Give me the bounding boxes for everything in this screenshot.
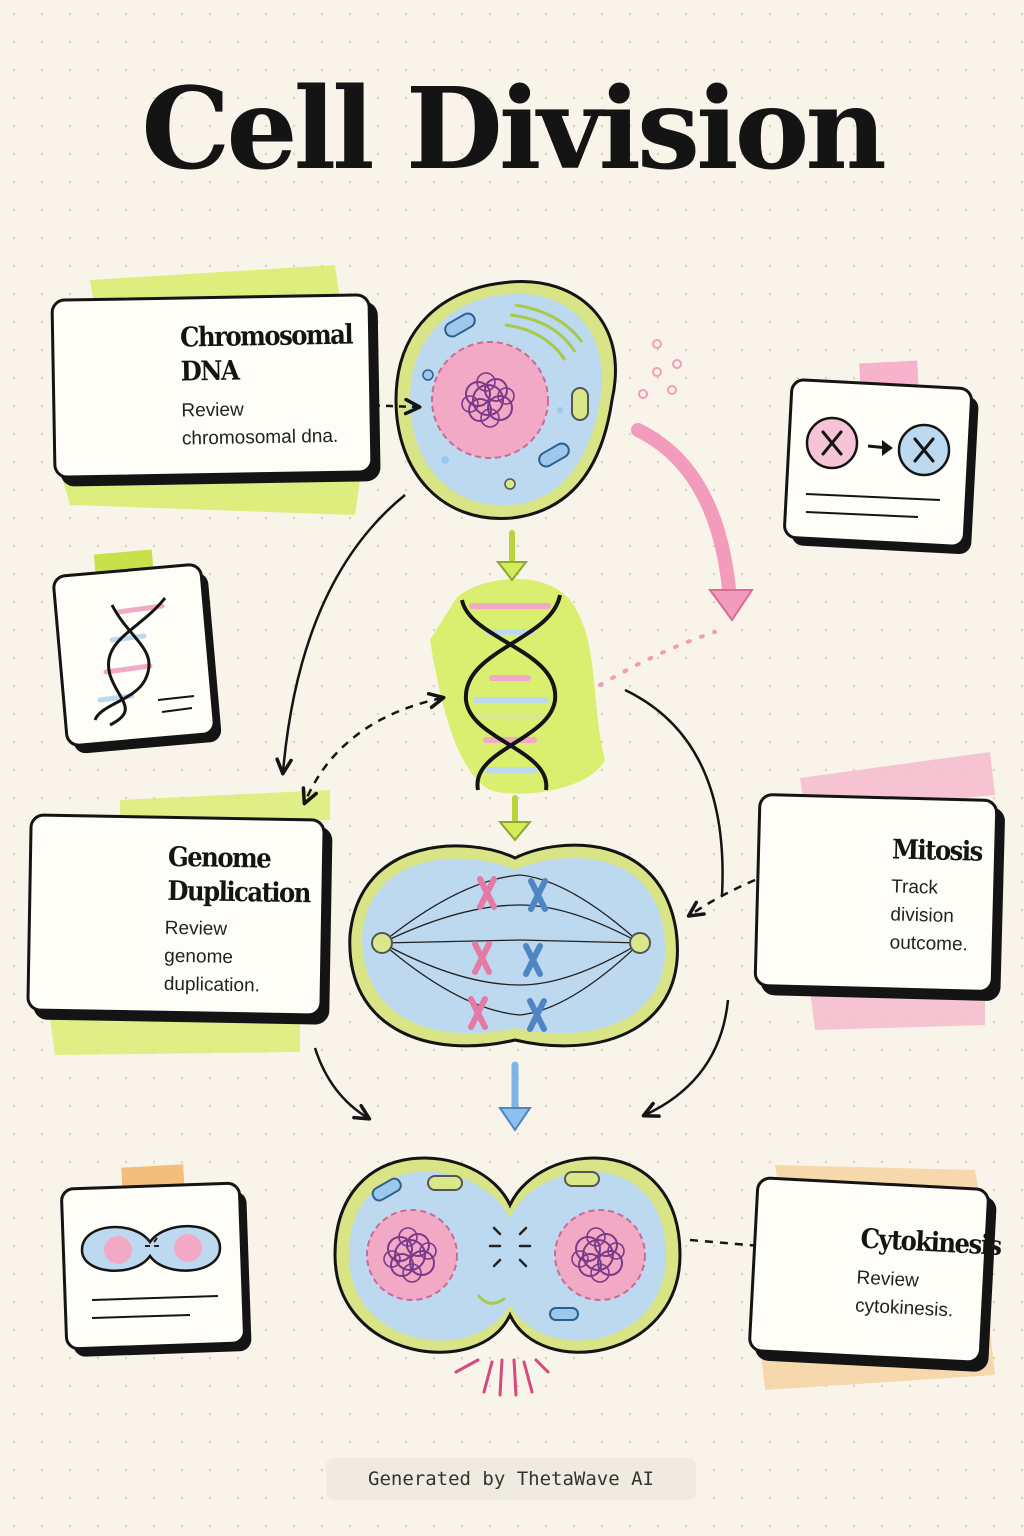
card-description-line: division (890, 904, 955, 928)
card-title: Chromosomal DNA (180, 319, 353, 390)
card-title-line: Chromosomal (179, 319, 353, 354)
daughter-cells (333, 1156, 682, 1397)
metaphase-cell (348, 843, 679, 1048)
dna-helix-center (430, 579, 605, 794)
card-description: Review chromosomal dna. (181, 395, 338, 454)
flow-arrows (275, 397, 761, 1248)
chromosome-transfer-card (783, 360, 979, 554)
card-title: Mitosis (891, 834, 983, 868)
card-description-line: Review (181, 399, 244, 422)
card-genome-duplication: Genome Duplication Review genome duplica… (26, 813, 326, 1017)
dividing-cell-card (60, 1164, 252, 1357)
footer-credit: Generated by ThetaWave AI (326, 1458, 696, 1500)
card-title: Cytokinesis (859, 1223, 1002, 1262)
interphase-cell (394, 279, 617, 520)
card-description-line: Review (164, 917, 228, 940)
page-title: Cell Division (141, 64, 887, 195)
card-description: Review genome duplication. (164, 915, 262, 1001)
card-chromosomal-dna: Chromosomal DNA Review chromosomal dna. (50, 293, 374, 479)
dna-helix-card (52, 549, 222, 754)
card-description: Review cytokinesis. (854, 1264, 955, 1325)
card-description-line: Track (890, 876, 939, 899)
card-description: Track division outcome. (889, 873, 969, 959)
vesicle-dots (638, 339, 682, 399)
card-title: Genome Duplication (167, 841, 311, 911)
card-description-line: outcome. (889, 932, 969, 956)
card-description-line: genome (164, 945, 234, 968)
card-mitosis: Mitosis Track division outcome. (753, 792, 999, 994)
card-description-line: duplication. (163, 973, 261, 997)
card-cytokinesis: Cytokinesis Review cytokinesis. (747, 1175, 1001, 1365)
card-title-line: Genome (167, 841, 271, 875)
card-title-line: Duplication (167, 875, 311, 910)
card-title-line: DNA (180, 355, 239, 388)
card-description-line: cytokinesis. (854, 1295, 954, 1322)
card-description-line: chromosomal dna. (181, 425, 339, 450)
